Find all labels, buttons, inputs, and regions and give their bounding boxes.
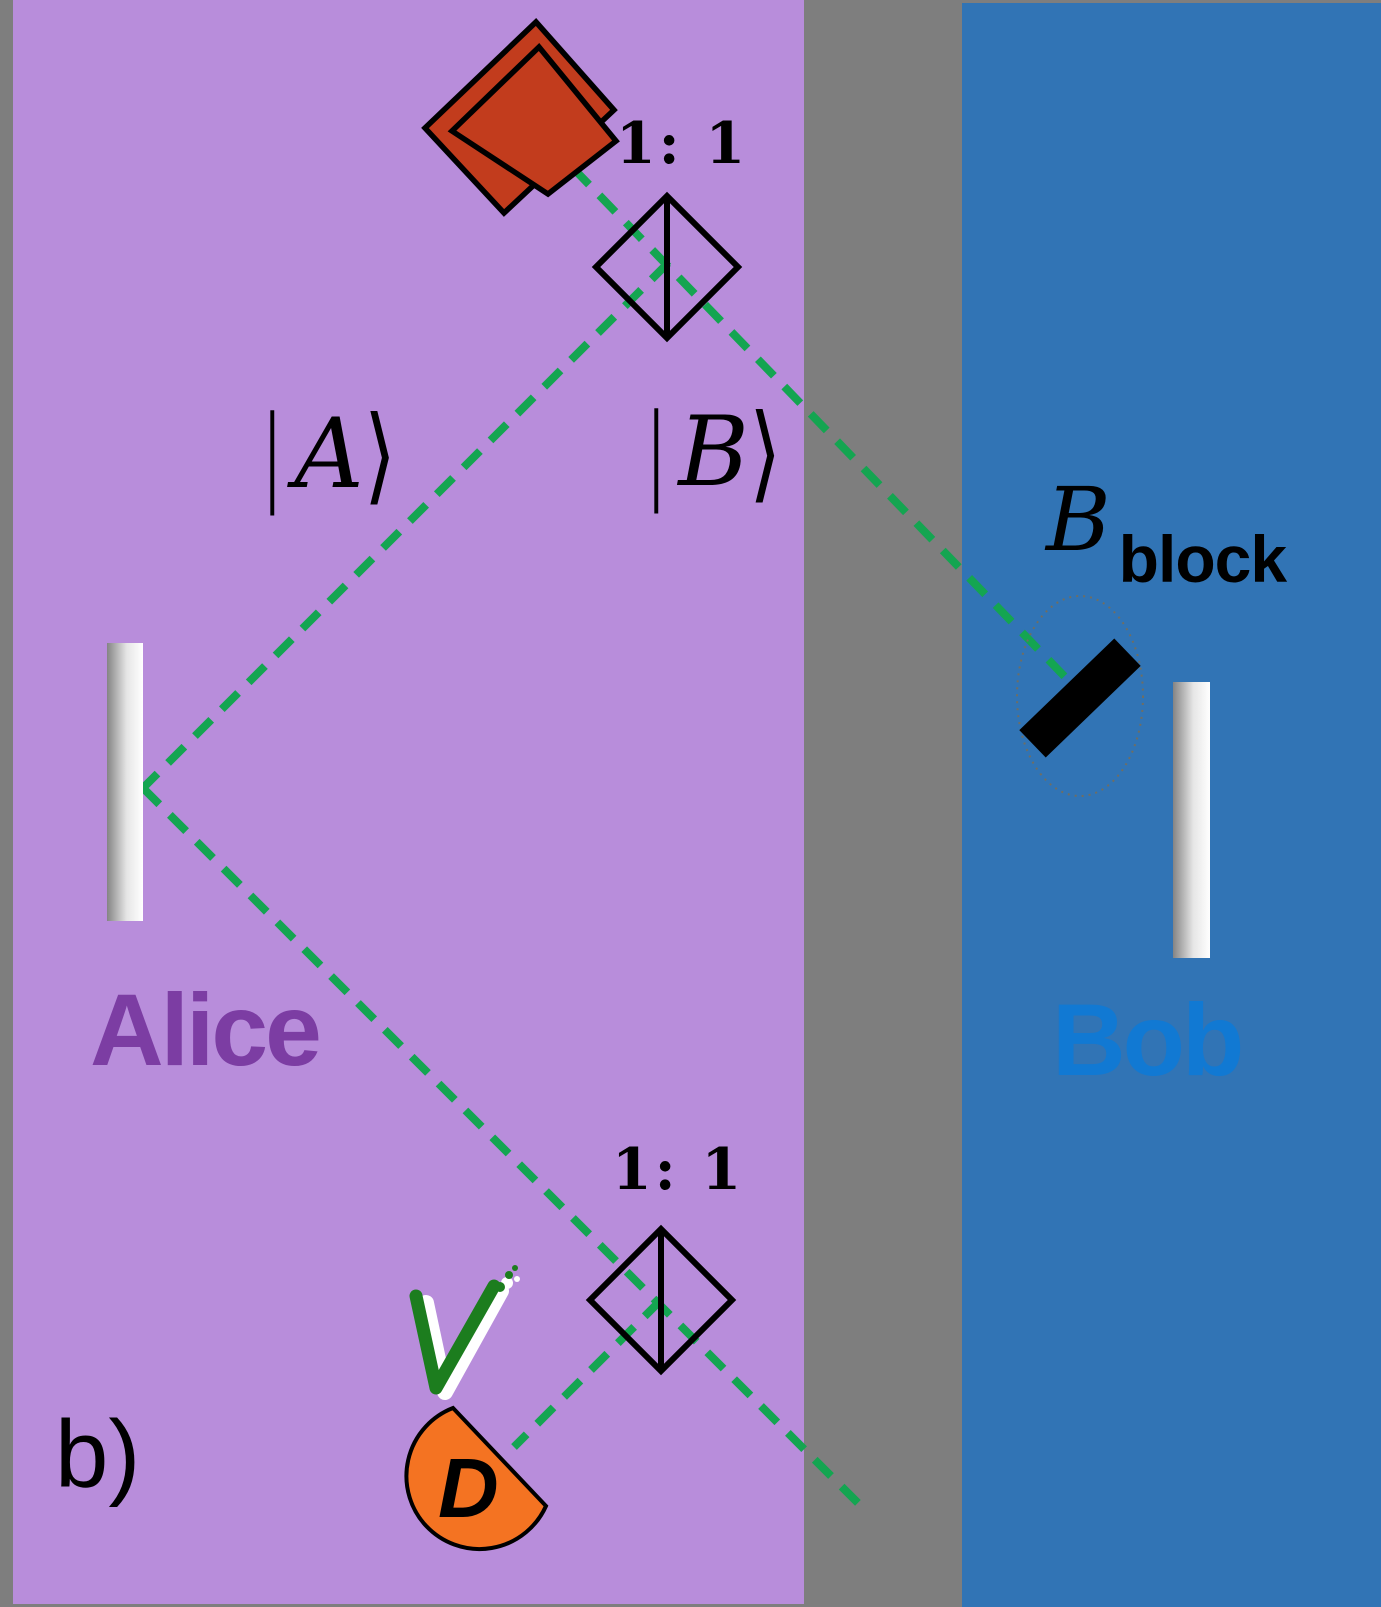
beam-blocker-icon — [1019, 638, 1141, 758]
ket-b-letter: B — [678, 396, 749, 508]
beam-to-detector — [511, 1297, 664, 1450]
checkmark-dot — [495, 1282, 505, 1292]
figure-panel-label: b) — [55, 1401, 141, 1508]
checkmark-icon — [409, 1279, 501, 1395]
checkmark-highlight — [418, 1283, 509, 1400]
bob-name-label: Bob — [1052, 983, 1244, 1097]
ket-a-letter: A — [294, 398, 364, 510]
b-block-main: B — [1046, 468, 1111, 571]
beam-a-reflected-path — [140, 785, 861, 1506]
checkmark-dot — [505, 1271, 513, 1279]
detector-letter-label: D — [438, 1441, 499, 1535]
checkmark-dot — [512, 1265, 518, 1271]
state-a-label: | A ⟩ — [258, 393, 396, 516]
alice-mirror-icon — [107, 643, 143, 921]
beam-a-path — [140, 260, 671, 791]
detector-icon — [404, 1405, 549, 1552]
ket-a-bracket: ⟩ — [363, 392, 397, 516]
bob-mirror-icon — [1173, 682, 1210, 958]
beam-splitter-bottom-ratio-label: 1: 1 — [612, 1136, 745, 1203]
checkmark-dot — [514, 1276, 520, 1282]
beam-splitter-top-ratio-label: 1: 1 — [616, 110, 749, 177]
ket-b-bracket: ⟩ — [748, 390, 782, 514]
b-block-label: B block — [1046, 468, 1287, 593]
beam-laser-to-blocker — [570, 165, 1071, 683]
alice-region — [13, 0, 804, 1604]
ket-a-bar: | — [258, 392, 287, 516]
alice-name-label: Alice — [90, 973, 322, 1087]
blocker-highlight-ellipse — [1016, 595, 1144, 797]
state-b-label: | B ⟩ — [642, 391, 782, 514]
bob-region — [962, 3, 1381, 1607]
ket-b-bar: | — [642, 390, 671, 514]
b-block-subscript: block — [1118, 522, 1287, 596]
laser-head-icon — [447, 42, 620, 198]
